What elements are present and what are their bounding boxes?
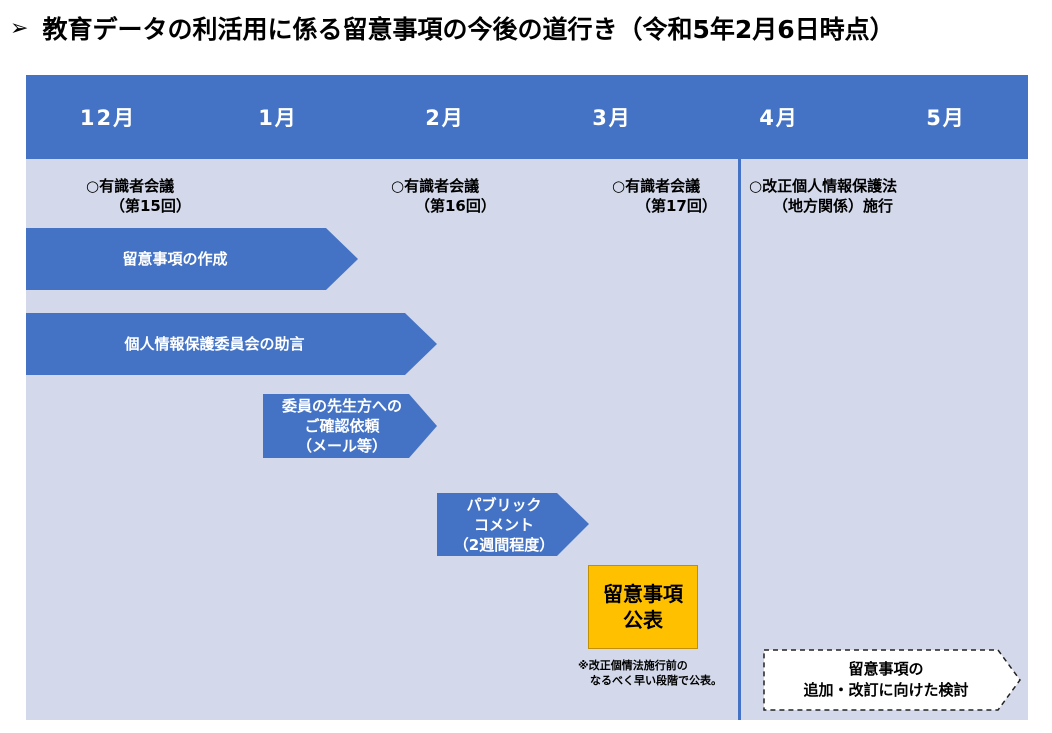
month-label-feb: 2月 xyxy=(425,106,465,130)
month-label-apr: 4月 xyxy=(759,106,799,130)
month-label-mar: 3月 xyxy=(592,106,632,130)
month-header-bar xyxy=(26,75,1028,159)
event-meeting-16: ○有識者会議 （第16回） xyxy=(391,177,496,215)
publication-box: 留意事項 公表 xyxy=(588,565,698,649)
event-meeting-17: ○有識者会議 （第17回） xyxy=(612,177,717,215)
future-review-line1: 留意事項の xyxy=(848,660,924,678)
dashed-arrow-outline xyxy=(763,649,1021,711)
event-law-enforcement: ○改正個人情報保護法 （地方関係）施行 xyxy=(749,177,898,215)
publication-note: ※改正個情法施行前の なるべく早い段階で公表。 xyxy=(578,659,722,687)
month-label-jan: 1月 xyxy=(258,106,298,130)
page-title-text: 教育データの利活用に係る留意事項の今後の道行き（令和5年2月6日時点） xyxy=(42,15,895,44)
task-arrow-public-comment: パブリック コメント （2週間程度） xyxy=(437,493,589,556)
future-review-arrow: 留意事項の 追加・改訂に向けた検討 xyxy=(762,648,1024,712)
event-meeting-15: ○有識者会議 （第15回） xyxy=(86,177,191,215)
task-arrow-ppc-advice: 個人情報保護委員会の助言 xyxy=(26,313,437,375)
timeline-board xyxy=(26,75,1028,720)
arrow-bullet-icon: ➢ xyxy=(10,15,29,41)
enforcement-divider-line xyxy=(738,159,741,720)
task-arrow-create-guidelines: 留意事項の作成 xyxy=(26,228,358,290)
month-label-dec: 12月 xyxy=(79,106,137,130)
page-title: ➢ 教育データの利活用に係る留意事項の今後の道行き（令和5年2月6日時点） xyxy=(10,8,1050,48)
task-arrow-committee-confirmation: 委員の先生方への ご確認依頼 （メール等） xyxy=(263,394,437,458)
future-review-line2: 追加・改訂に向けた検討 xyxy=(803,681,969,699)
month-label-may: 5月 xyxy=(926,106,966,130)
